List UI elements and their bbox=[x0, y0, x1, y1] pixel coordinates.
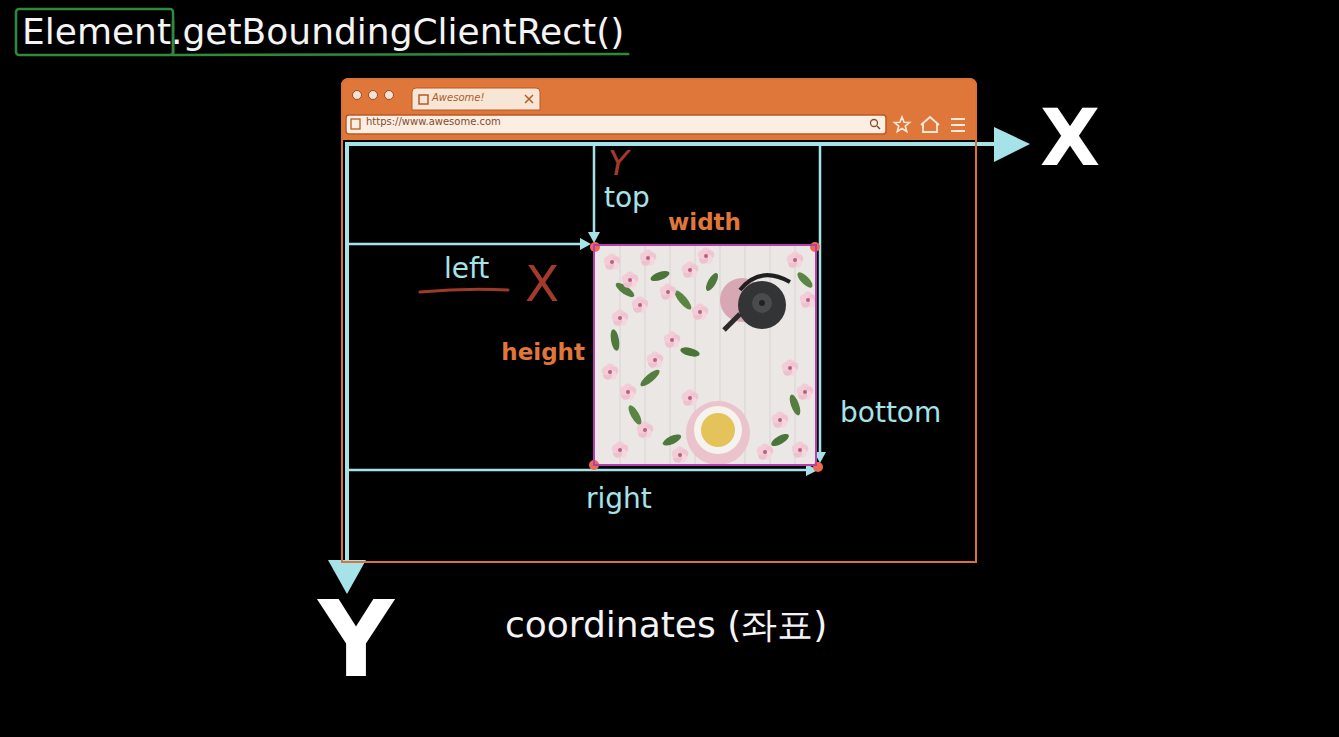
window-dot bbox=[385, 91, 394, 100]
left-arrow bbox=[349, 243, 582, 246]
search-icon bbox=[871, 120, 878, 127]
caption: coordinates (좌표) bbox=[505, 607, 827, 643]
search-icon bbox=[877, 126, 880, 129]
element-box: widthheight bbox=[593, 244, 817, 466]
tab-close-icon bbox=[525, 95, 533, 103]
window-dot bbox=[369, 91, 378, 100]
browser-tab bbox=[412, 88, 540, 110]
handwritten-note: X bbox=[525, 259, 559, 309]
address-icon bbox=[351, 119, 360, 129]
menu-icon bbox=[951, 119, 965, 131]
top-arrow bbox=[593, 146, 596, 234]
right-arrow bbox=[349, 469, 808, 472]
axis-label: X bbox=[1040, 99, 1100, 177]
dimension-label: height bbox=[501, 341, 585, 364]
coordinate-label: top bbox=[604, 184, 650, 212]
x-axis bbox=[345, 142, 996, 146]
tab-title: Awesome! bbox=[432, 93, 484, 103]
browser-header bbox=[341, 78, 977, 140]
home-icon bbox=[921, 117, 939, 132]
browser-window: Awesome!https://www.awesome.comwidthheig… bbox=[341, 78, 977, 563]
dimension-label: width bbox=[668, 211, 741, 234]
top-arrowhead bbox=[588, 232, 600, 243]
bottom-arrow bbox=[819, 146, 822, 452]
title: Element.getBoundingClientRect() bbox=[22, 14, 624, 50]
coordinate-label: bottom bbox=[840, 399, 941, 427]
coordinate-label: left bbox=[444, 255, 489, 283]
address-bar bbox=[346, 115, 886, 134]
window-dot bbox=[353, 91, 362, 100]
tab-icon bbox=[419, 95, 428, 104]
corner-dot bbox=[813, 462, 823, 472]
photo bbox=[595, 246, 815, 464]
handwritten-note: Y bbox=[608, 146, 629, 180]
star-icon bbox=[894, 117, 909, 132]
axis-label: Y bbox=[318, 588, 394, 693]
coordinate-label: right bbox=[586, 485, 652, 513]
x-axis-arrowhead bbox=[994, 127, 1030, 162]
y-axis bbox=[345, 142, 349, 562]
url-text: https://www.awesome.com bbox=[366, 117, 501, 127]
left-arrowhead bbox=[580, 238, 591, 250]
handwritten-underline bbox=[420, 289, 508, 292]
